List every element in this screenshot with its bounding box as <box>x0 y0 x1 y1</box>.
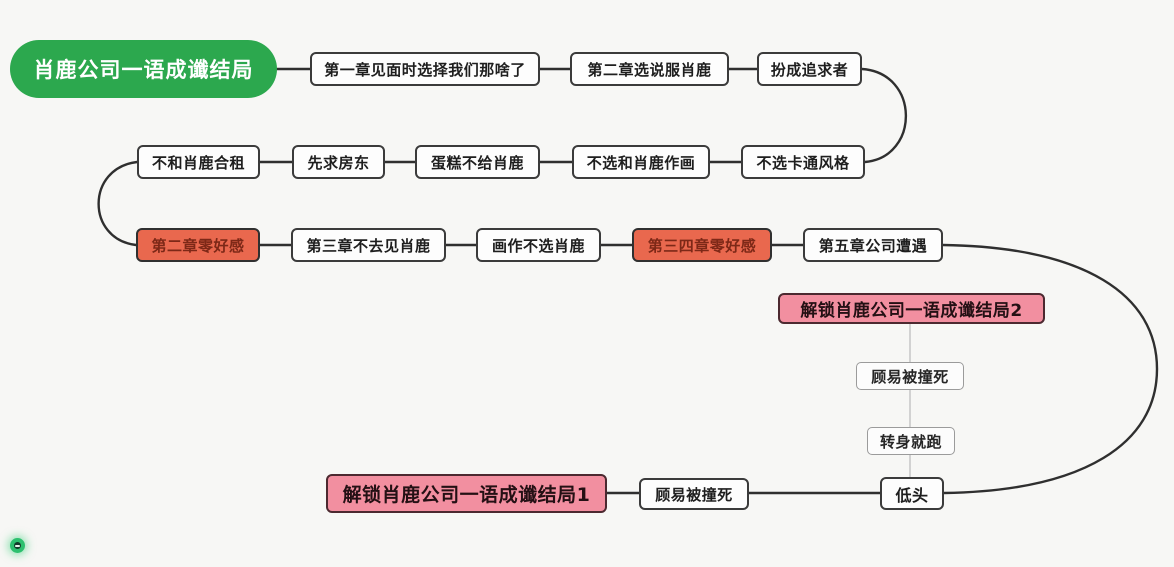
node-ch2-persuade[interactable]: 第二章选说服肖鹿 <box>570 52 729 86</box>
node-lower-head[interactable]: 低头 <box>880 477 944 510</box>
node-no-cartoon-style[interactable]: 不选卡通风格 <box>741 145 865 179</box>
node-root[interactable]: 肖鹿公司一语成谶结局 <box>10 40 277 98</box>
node-ask-landlord-first[interactable]: 先求房东 <box>292 145 385 179</box>
node-ch34-zero-favor[interactable]: 第三四章零好感 <box>632 228 772 262</box>
node-no-cake[interactable]: 蛋糕不给肖鹿 <box>415 145 540 179</box>
node-no-coliving[interactable]: 不和肖鹿合租 <box>137 145 260 179</box>
node-guyi-hit-2[interactable]: 顾易被撞死 <box>856 362 964 390</box>
node-ending-2[interactable]: 解锁肖鹿公司一语成谶结局2 <box>778 293 1045 324</box>
edge-big-right-curve <box>941 243 1159 495</box>
green-glow-dot-icon <box>10 538 25 553</box>
edge-right-curve-row1-row2 <box>860 67 907 164</box>
node-ch5-company[interactable]: 第五章公司遭遇 <box>803 228 943 262</box>
node-pretend-suitor[interactable]: 扮成追求者 <box>757 52 862 86</box>
node-guyi-hit-1[interactable]: 顾易被撞死 <box>639 478 749 510</box>
node-ch3-no-meet[interactable]: 第三章不去见肖鹿 <box>291 228 446 262</box>
node-turn-and-run[interactable]: 转身就跑 <box>867 427 955 455</box>
node-art-not-xiaolu[interactable]: 画作不选肖鹿 <box>476 228 601 262</box>
edge-left-curve-row2-row3 <box>97 160 139 247</box>
node-ch2-zero-favor[interactable]: 第二章零好感 <box>136 228 260 262</box>
node-ending-1[interactable]: 解锁肖鹿公司一语成谶结局1 <box>326 474 607 513</box>
node-ch1-choice[interactable]: 第一章见面时选择我们那啥了 <box>310 52 540 86</box>
node-no-painting-together[interactable]: 不选和肖鹿作画 <box>572 145 710 179</box>
